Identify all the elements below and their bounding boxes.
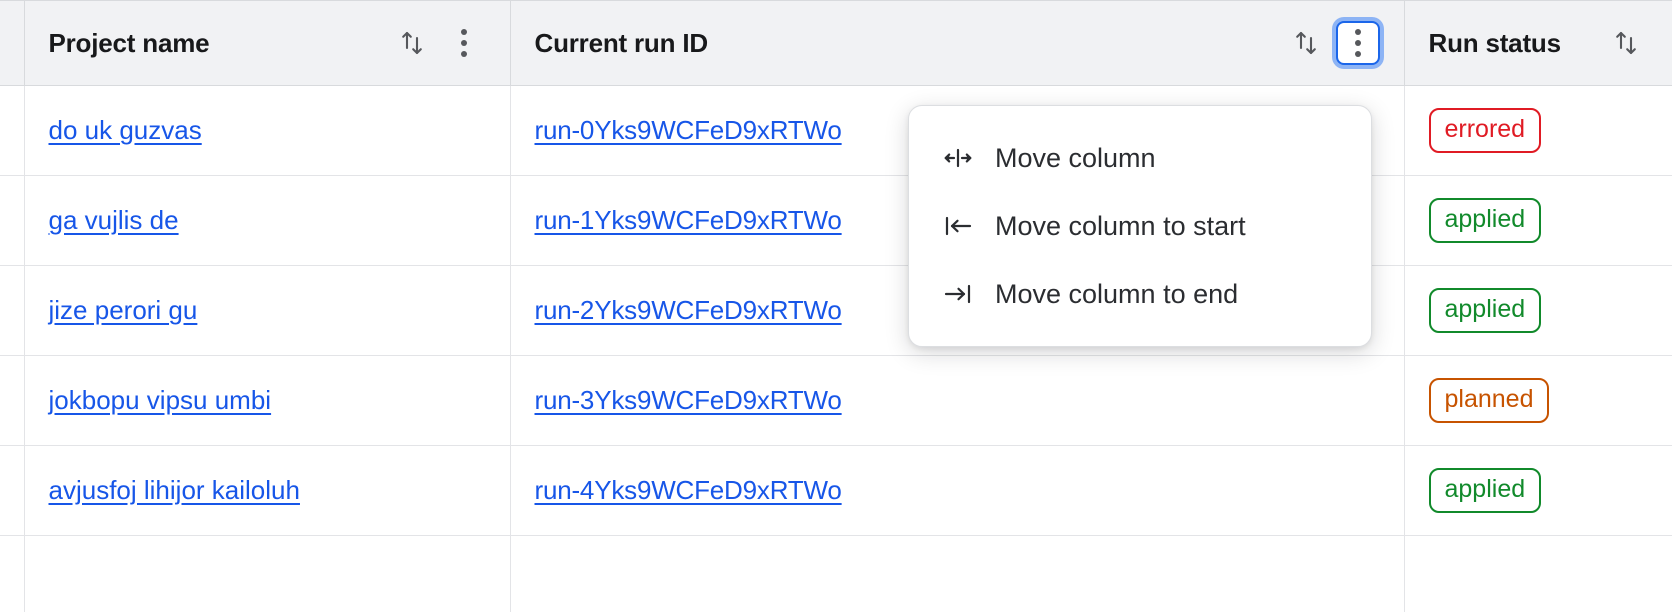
menu-item-move-column-to-start[interactable]: Move column to start [909,192,1371,260]
cell-run-status: errored [1404,85,1672,176]
table-row [0,535,1672,612]
project-name-link[interactable]: avjusfoj lihijor kailoluh [48,475,300,505]
status-badge: errored [1428,108,1542,153]
status-badge: planned [1428,378,1550,423]
cell-run-status: applied [1404,265,1672,356]
cell-run-status: applied [1404,175,1672,266]
table-row: ga vujlis de run-1Yks9WCFeD9xRTWo applie… [0,175,1672,266]
status-badge: applied [1428,288,1542,333]
column-context-menu: Move column Move column to start Move co… [908,105,1372,347]
menu-item-label: Move column [995,142,1156,173]
sort-icon-run-status[interactable] [1604,21,1648,65]
cell-run-status: applied [1404,445,1672,536]
sort-icon [1293,28,1319,58]
menu-item-label: Move column to end [995,278,1239,309]
cell-current-run-id: run-4Yks9WCFeD9xRTWo [510,445,1405,536]
cell-run-status [1404,535,1672,612]
kebab-menu-icon [460,29,467,57]
table-row: avjusfoj lihijor kailoluh run-4Yks9WCFeD… [0,445,1672,536]
status-badge: applied [1428,468,1542,513]
move-column-icon [943,143,973,173]
column-header-label-current-run-id: Current run ID [534,27,709,58]
cell-current-run-id [510,535,1405,612]
kebab-menu-icon [1354,29,1361,57]
column-header-project-name[interactable]: Project name [24,0,511,86]
gutter-cell [0,445,25,536]
cell-project-name: ga vujlis de [24,175,511,266]
run-id-link[interactable]: run-1Yks9WCFeD9xRTWo [534,205,842,235]
menu-item-move-column[interactable]: Move column [909,124,1371,192]
project-name-link[interactable]: do uk guzvas [48,115,202,145]
table-row: jokbopu vipsu umbi run-3Yks9WCFeD9xRTWo … [0,355,1672,446]
table-header: Project name [0,0,1672,86]
sort-icon [399,28,425,58]
gutter-column-header [0,0,25,86]
table-header-row: Project name [0,0,1672,86]
column-header-label-run-status: Run status [1428,27,1562,58]
sort-icon-project-name[interactable] [390,21,434,65]
column-header-run-status[interactable]: Run status [1404,0,1672,86]
menu-item-move-column-to-end[interactable]: Move column to end [909,260,1371,328]
sort-icon [1613,28,1639,58]
cell-project-name: jize perori gu [24,265,511,356]
gutter-cell [0,355,25,446]
cell-run-status: planned [1404,355,1672,446]
table-body: do uk guzvas run-0Yks9WCFeD9xRTWo errore… [0,85,1672,612]
column-header-label-project-name: Project name [48,27,210,58]
column-header-current-run-id[interactable]: Current run ID [510,0,1405,86]
kebab-menu-icon-current-run-id[interactable] [1335,21,1380,65]
cell-project-name: avjusfoj lihijor kailoluh [24,445,511,536]
run-id-link[interactable]: run-3Yks9WCFeD9xRTWo [534,385,842,415]
gutter-cell [0,265,25,356]
run-id-link[interactable]: run-4Yks9WCFeD9xRTWo [534,475,842,505]
project-name-link[interactable]: ga vujlis de [48,205,179,235]
menu-item-label: Move column to start [995,210,1246,241]
cell-project-name: do uk guzvas [24,85,511,176]
kebab-menu-icon-project-name[interactable] [442,21,486,65]
move-column-to-start-icon [943,211,973,241]
cell-current-run-id: run-3Yks9WCFeD9xRTWo [510,355,1405,446]
cell-project-name [24,535,511,612]
table-row: jize perori gu run-2Yks9WCFeD9xRTWo appl… [0,265,1672,356]
gutter-cell [0,535,25,612]
move-column-to-end-icon [943,279,973,309]
run-id-link[interactable]: run-0Yks9WCFeD9xRTWo [534,115,842,145]
project-name-link[interactable]: jokbopu vipsu umbi [48,385,272,415]
sort-icon-current-run-id[interactable] [1284,21,1328,65]
status-badge: applied [1428,198,1542,243]
gutter-cell [0,175,25,266]
cell-project-name: jokbopu vipsu umbi [24,355,511,446]
gutter-cell [0,85,25,176]
run-id-link[interactable]: run-2Yks9WCFeD9xRTWo [534,295,842,325]
table-row: do uk guzvas run-0Yks9WCFeD9xRTWo errore… [0,85,1672,176]
project-name-link[interactable]: jize perori gu [48,295,198,325]
